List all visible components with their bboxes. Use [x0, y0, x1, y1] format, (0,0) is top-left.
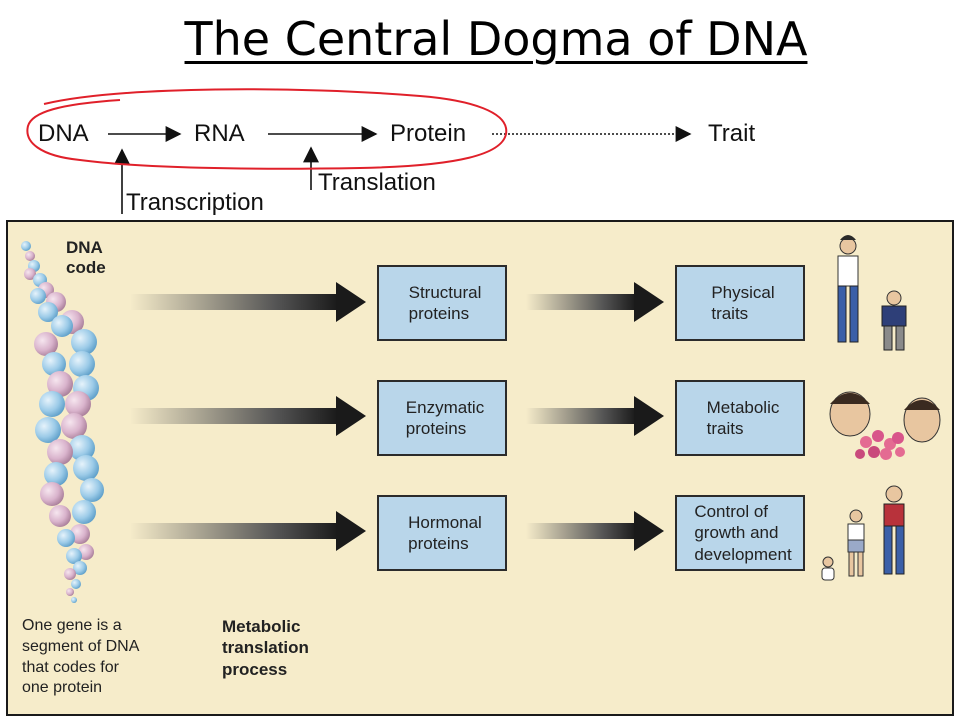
people-growth-icon: [821, 485, 905, 581]
protein-label: Protein: [390, 120, 467, 147]
central-dogma-flow: [26, 88, 692, 214]
people-physical-icon: [837, 235, 907, 351]
metabolic-traits-label: Metabolic traits: [706, 397, 780, 438]
enzymatic-proteins-box: Enzymatic proteins: [377, 380, 507, 456]
metabolic-traits-box: Metabolic traits: [675, 380, 805, 456]
physical-traits-box: Physical traits: [675, 265, 805, 341]
physical-traits-label: Physical traits: [711, 282, 775, 323]
dna-code-label: DNA code: [66, 238, 106, 277]
transcription-label: Transcription: [126, 189, 264, 216]
hormonal-proteins-box: Hormonal proteins: [377, 495, 507, 571]
structural-proteins-label: Structural proteins: [408, 282, 482, 323]
structural-proteins-box: Structural proteins: [377, 265, 507, 341]
translation-label: Translation: [318, 169, 436, 196]
protein-to-trait-arrows: [526, 282, 664, 551]
dna-helix-icon: [21, 241, 104, 603]
gene-note: One gene is a segment of DNA that codes …: [22, 617, 140, 697]
hormonal-proteins-label: Hormonal proteins: [408, 512, 482, 553]
growth-development-label: Control of growth and development: [694, 502, 792, 564]
faces-metabolic-icon: [829, 391, 941, 460]
process-label: Metabolic translation process: [222, 617, 309, 679]
growth-development-box: Control of growth and development: [675, 495, 805, 571]
annotation-circle: [26, 88, 508, 170]
rna-label: RNA: [194, 120, 245, 147]
enzymatic-proteins-label: Enzymatic proteins: [405, 397, 485, 438]
dna-to-protein-arrows: [130, 282, 366, 551]
page-title: The Central Dogma of DNA: [184, 12, 808, 66]
dna-label: DNA: [38, 120, 89, 147]
trait-label: Trait: [708, 120, 756, 147]
